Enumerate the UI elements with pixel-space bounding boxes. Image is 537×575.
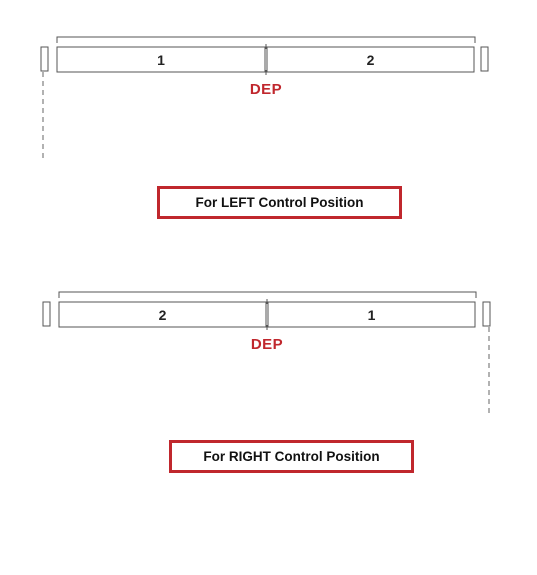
right-end-post [482, 301, 491, 327]
segment-left-label: 2 [158, 307, 167, 323]
left-control-caption: For LEFT Control Position [195, 195, 364, 210]
dep-label: DEP [250, 336, 284, 353]
right-control-caption: For RIGHT Control Position [203, 449, 380, 464]
segment-1-rect [56, 46, 266, 73]
span-bracket [56, 36, 476, 43]
right-end-post [480, 46, 489, 72]
segment-left-label: 1 [157, 52, 165, 68]
segment-1-rect [267, 301, 476, 328]
segment-right-label: 1 [367, 307, 376, 323]
right-control-drawing [42, 291, 491, 413]
dep-label: DEP [249, 81, 283, 98]
left-end-post [42, 301, 51, 327]
left-control-caption-box: For LEFT Control Position [157, 186, 402, 219]
segment-right-label: 2 [366, 52, 375, 68]
left-control-diagram: 1 2 DEP [0, 0, 537, 240]
right-control-caption-box: For RIGHT Control Position [169, 440, 414, 473]
left-control-drawing [40, 36, 489, 158]
span-bracket [58, 291, 477, 298]
segment-2-rect [58, 301, 267, 328]
segment-2-rect [266, 46, 475, 73]
left-end-post [40, 46, 49, 72]
right-control-diagram: 2 1 DEP [0, 255, 537, 495]
